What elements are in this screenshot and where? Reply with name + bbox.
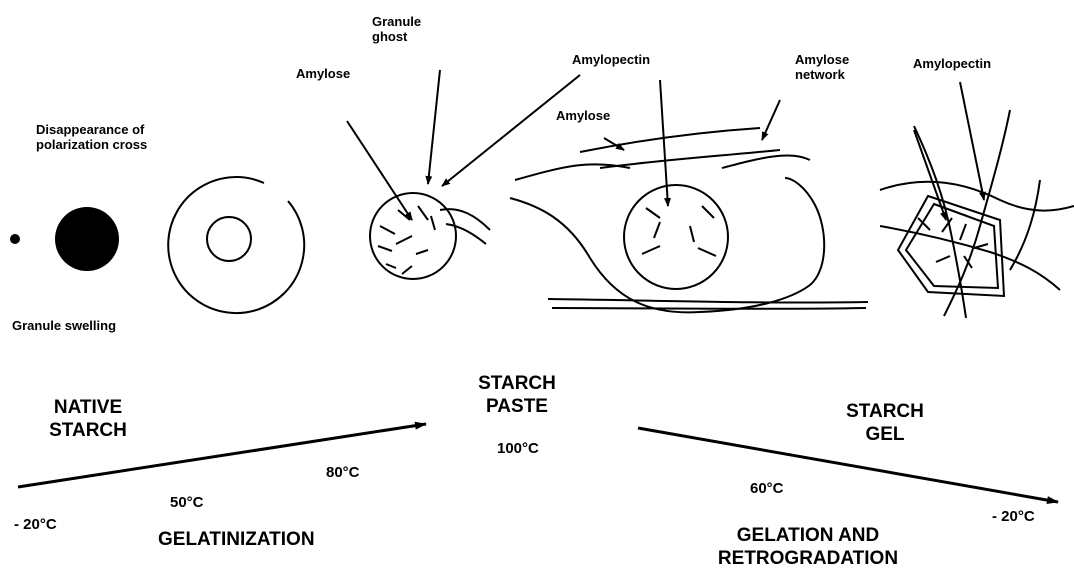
temp-end: - 20°C xyxy=(992,508,1035,525)
stage-native-starch: NATIVE STARCH xyxy=(26,396,150,442)
label-amylose-2: Amylose xyxy=(556,108,610,123)
label-amylose-network: Amylose network xyxy=(795,52,849,82)
temp-paste: 100°C xyxy=(497,440,539,457)
label-granule-ghost: Granule ghost xyxy=(372,14,421,44)
process-gelatinization: GELATINIZATION xyxy=(158,528,315,551)
temp-50: 50°C xyxy=(170,494,204,511)
process-gelation-retrogradation: GELATION AND RETROGRADATION xyxy=(688,524,928,570)
label-disappearance: Disappearance of polarization cross xyxy=(36,122,147,152)
swollen-ring-granule xyxy=(168,177,304,313)
label-amylose-1: Amylose xyxy=(296,66,350,81)
temp-80: 80°C xyxy=(326,464,360,481)
label-granule-swelling: Granule swelling xyxy=(12,318,116,333)
swollen-granule xyxy=(55,207,119,271)
granule-ghost-figure xyxy=(347,70,580,279)
starch-gel-figure xyxy=(880,82,1074,318)
temp-start: - 20°C xyxy=(14,516,57,533)
stage-starch-gel: STARCH GEL xyxy=(826,400,944,446)
label-amylopectin-1: Amylopectin xyxy=(572,52,650,67)
temp-60: 60°C xyxy=(750,480,784,497)
label-amylopectin-2: Amylopectin xyxy=(913,56,991,71)
stage-starch-paste: STARCH PASTE xyxy=(458,372,576,418)
native-granule-dot xyxy=(10,234,20,244)
